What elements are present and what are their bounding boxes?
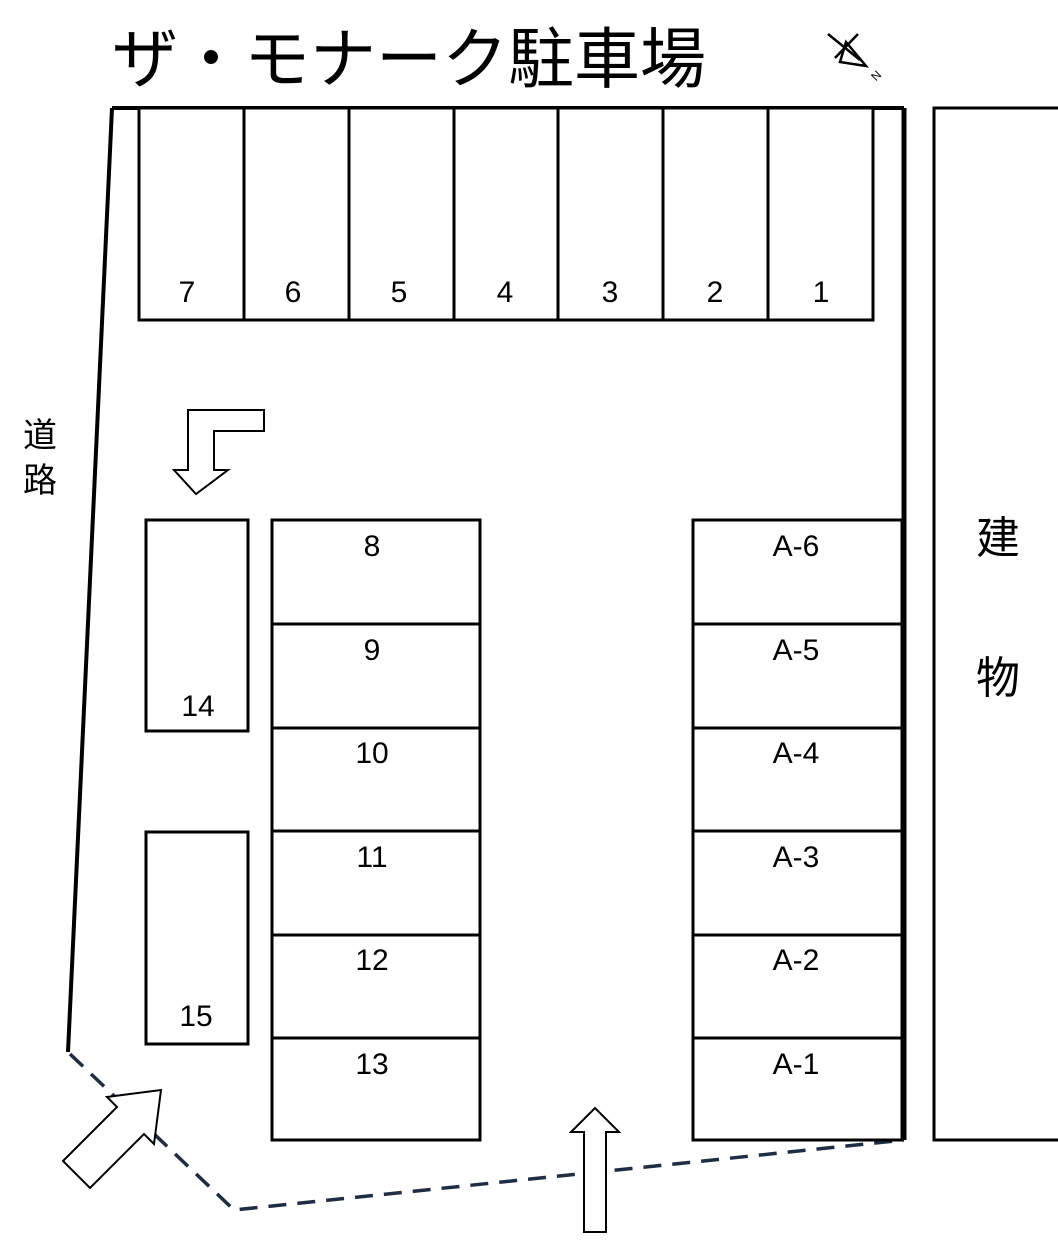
- parking-space-a3: [691, 829, 904, 937]
- parking-space-3: [556, 106, 665, 322]
- arrow-turn-down-icon: [171, 409, 265, 496]
- parking-space-a6: [691, 518, 904, 626]
- space-label: 8: [364, 530, 381, 563]
- space-label: A-5: [773, 634, 820, 667]
- parking-space-6: [242, 106, 351, 322]
- building-label-1: 建: [976, 513, 1020, 564]
- parking-space-2: [661, 106, 770, 322]
- space-label: 3: [602, 276, 619, 309]
- right-column-spaces: A-6 A-5 A-4 A-3 A-2 A-1: [691, 518, 904, 1142]
- space-label: 9: [364, 634, 381, 667]
- space-label: 7: [179, 276, 196, 309]
- space-label: A-4: [773, 737, 820, 770]
- north-label: N: [868, 68, 884, 84]
- road-label-1: 道: [23, 416, 57, 456]
- parking-space-a1: [691, 1036, 904, 1142]
- parking-space-13: [270, 1036, 482, 1142]
- space-label: 1: [813, 276, 830, 309]
- north-arrow-icon: N: [827, 33, 884, 84]
- left-column-spaces: 14 15: [144, 518, 250, 1046]
- space-label: A-1: [773, 1048, 820, 1081]
- parking-space-a2: [691, 933, 904, 1040]
- space-label: 13: [355, 1048, 388, 1081]
- space-label: 11: [356, 841, 387, 874]
- page-title: ザ・モナーク駐車場: [112, 21, 706, 98]
- parking-space-9: [270, 622, 482, 730]
- parking-space-12: [270, 933, 482, 1040]
- parking-space-15: [144, 830, 250, 1046]
- parking-space-14: [144, 518, 250, 733]
- space-label: 10: [355, 737, 388, 770]
- space-label: A-3: [773, 841, 820, 874]
- parking-space-5: [347, 106, 456, 322]
- parking-space-11: [270, 829, 482, 937]
- building: 建 物: [932, 106, 1058, 1142]
- arrow-entrance-up-icon: [568, 1106, 622, 1233]
- space-label: 6: [285, 276, 302, 309]
- space-label: A-6: [773, 530, 820, 563]
- space-label: 5: [391, 276, 408, 309]
- parking-space-8: [270, 518, 482, 626]
- parking-space-a4: [691, 726, 904, 833]
- road-label-2: 路: [23, 461, 57, 501]
- parking-space-10: [270, 726, 482, 833]
- building-label-2: 物: [976, 653, 1020, 704]
- space-label: 14: [181, 690, 214, 723]
- space-label: A-2: [773, 944, 820, 977]
- arrow-entrance-diagonal-icon: [61, 1088, 163, 1190]
- parking-space-a5: [691, 622, 904, 730]
- parking-space-1: [766, 106, 875, 322]
- space-label: 4: [497, 276, 514, 309]
- space-label: 2: [707, 276, 724, 309]
- space-label: 12: [355, 944, 388, 977]
- top-row-spaces: 7 6 5 4 3 2 1: [137, 106, 875, 322]
- space-label: 15: [179, 1000, 212, 1033]
- middle-column-spaces: 8 9 10 11 12 13: [270, 518, 482, 1142]
